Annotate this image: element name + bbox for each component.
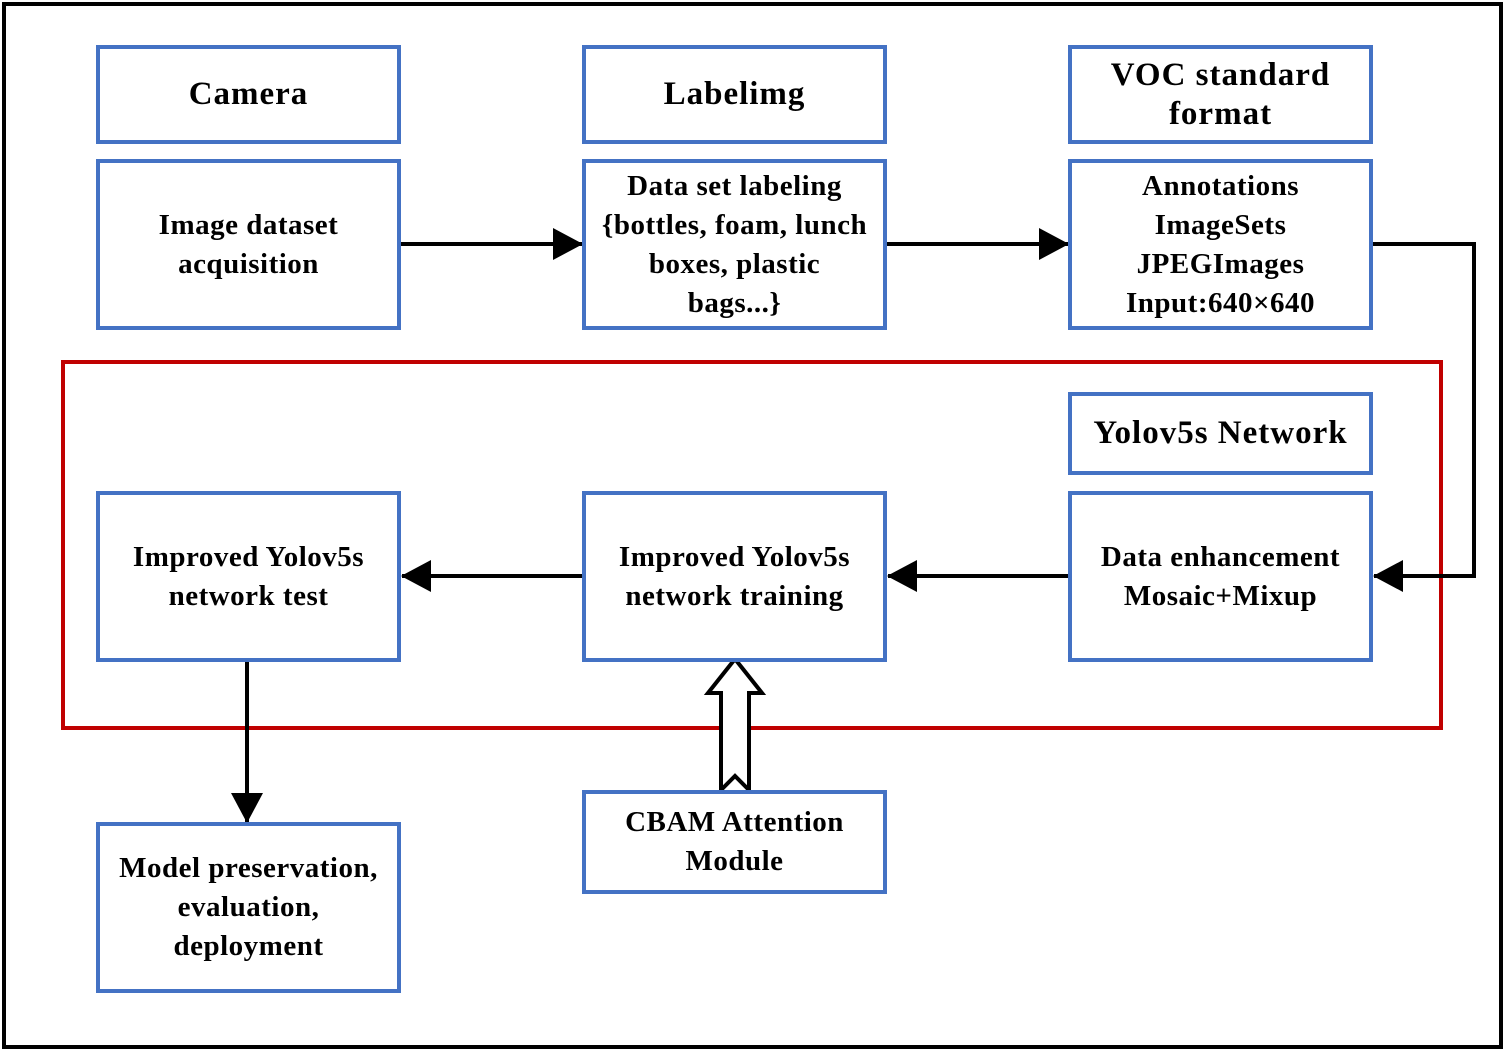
arrow-voc-to-enhancement <box>1372 242 1476 592</box>
acquisition-text-line: Image dataset <box>158 208 339 241</box>
voc-contents-text-line: Annotations <box>1142 169 1299 202</box>
model-preservation-node: Model preservation, evaluation, deployment <box>96 822 401 993</box>
network-training-node: Improved Yolov5s network training <box>582 491 887 662</box>
cbam-text-line: CBAM Attention <box>625 806 844 838</box>
network-test-node: Improved Yolov5s network test <box>96 491 401 662</box>
preservation-text-line: deployment <box>173 930 324 962</box>
enhancement-text-line: Data enhancement <box>1100 540 1341 573</box>
labeling-text-line: Data set labeling <box>627 169 842 202</box>
labeling-text-line: {bottles, foam, lunch <box>601 208 868 241</box>
image-acquisition-node: Image dataset acquisition <box>96 159 401 330</box>
hollow-arrow-cbam-to-training <box>703 655 767 795</box>
labelimg-text-line: Labelimg <box>663 76 806 112</box>
voc-format-text-line: format <box>1168 95 1273 132</box>
test-text-line: network test <box>168 579 329 612</box>
training-text-line: Improved Yolov5s <box>618 540 851 573</box>
dataset-labeling-node: Data set labeling {bottles, foam, lunch bo… <box>582 159 887 330</box>
labeling-text-line: boxes, plastic <box>648 247 821 280</box>
camera-node: Camera <box>96 45 401 144</box>
training-text-line: network training <box>625 579 844 612</box>
voc-contents-text-line: Input:640×640 <box>1125 286 1315 319</box>
voc-contents-text-line: JPEGImages <box>1136 247 1305 280</box>
preservation-text-line: Model preservation, <box>119 852 378 884</box>
yolov5s-network-node: Yolov5s Network <box>1068 392 1373 475</box>
cbam-text-line: Module <box>685 845 784 877</box>
camera-text-line: Camera <box>188 76 309 112</box>
preservation-text-line: evaluation, <box>177 891 320 923</box>
voc-contents-text-line: ImageSets <box>1154 208 1287 241</box>
test-text-line: Improved Yolov5s <box>132 540 365 573</box>
voc-format-text-line: VOC standard <box>1110 56 1331 93</box>
labelimg-node: Labelimg <box>582 45 887 144</box>
yolov5s-network-text-line: Yolov5s Network <box>1093 415 1348 451</box>
labeling-text-line: bags...} <box>687 286 782 319</box>
acquisition-text-line: acquisition <box>178 247 319 280</box>
enhancement-text-line: Mosaic+Mixup <box>1123 579 1318 612</box>
yolov5s-group-frame <box>61 360 1443 730</box>
